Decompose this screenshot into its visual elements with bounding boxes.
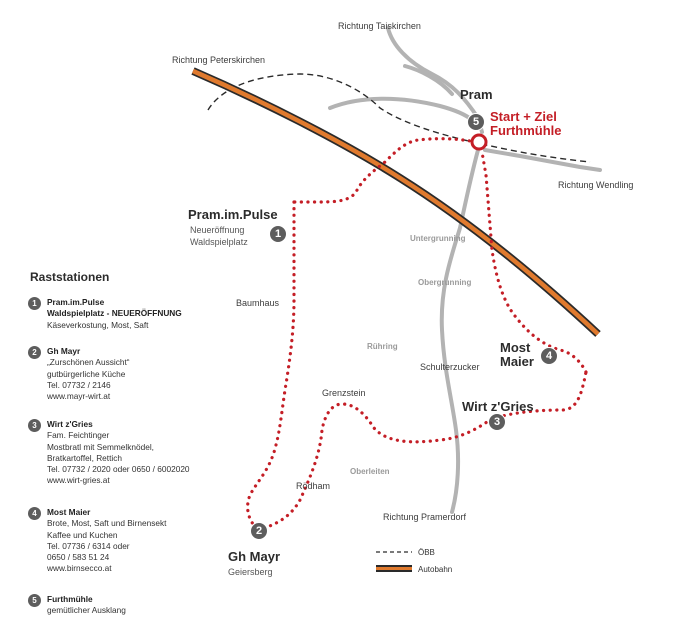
autobahn-fill bbox=[192, 68, 600, 336]
legend-entry-2-number: 2 bbox=[28, 346, 41, 359]
label-rodham: Rödham bbox=[296, 481, 331, 491]
station-3-title: Wirt z'Gries bbox=[462, 399, 534, 414]
legend-entry-2-line1: „Zurschönen Aussicht“ bbox=[47, 357, 130, 368]
legend-entry-2-line3: Tel. 07732 / 2146 bbox=[47, 379, 111, 390]
legend-entry-4-line4: 0650 / 583 51 24 bbox=[47, 552, 110, 563]
legend-entry-4: 4 Most Maier Brote, Most, Saft und Birne… bbox=[28, 507, 258, 575]
label-richtung-peterskirchen: Richtung Peterskirchen bbox=[172, 55, 266, 65]
label-ruhring: Rühring bbox=[367, 342, 398, 351]
label-richtung-wendling: Richtung Wendling bbox=[558, 180, 634, 190]
road-peterskirchen-pram bbox=[328, 96, 474, 122]
legend-entry-1-line1: Käseverkostung, Most, Saft bbox=[47, 319, 149, 330]
legend-entry-3-number: 3 bbox=[28, 419, 41, 432]
railway-line bbox=[207, 73, 591, 163]
legend-entry-3-line4: Tel. 07732 / 2020 oder 0650 / 6002020 bbox=[47, 464, 190, 475]
legend-entry-1-sub: Waldspielplatz - NEUERÖFFNUNG bbox=[47, 308, 182, 319]
station-3-marker[interactable]: 3 bbox=[488, 413, 506, 431]
legend-entry-5: 5 Furthmühle gemütlicher Ausklang bbox=[28, 594, 258, 617]
legend-entry-1: 1 Pram.im.Pulse Waldspielplatz - NEUERÖF… bbox=[28, 297, 258, 331]
station-4-marker[interactable]: 4 bbox=[540, 347, 558, 365]
legend-entry-4-line1: Brote, Most, Saft und Birnensekt bbox=[47, 518, 167, 529]
station-5-title-line2: Furthmühle bbox=[490, 123, 562, 138]
route-segment-start-to-station1 bbox=[292, 137, 478, 204]
legend-title: Raststationen bbox=[30, 270, 110, 284]
label-untergrunning: Untergrunning bbox=[410, 234, 466, 243]
route-segment-station3-to-station4 bbox=[480, 150, 588, 374]
station-2-title: Gh Mayr bbox=[228, 549, 281, 564]
road-taiskirchen bbox=[386, 26, 484, 134]
legend-entry-4-number: 4 bbox=[28, 507, 41, 520]
label-obergrunning: Obergrunning bbox=[418, 278, 472, 287]
road-wendling bbox=[483, 148, 602, 172]
legend-obb-label: ÖBB bbox=[418, 548, 435, 557]
legend-autobahn-label: Autobahn bbox=[418, 565, 453, 574]
station-4-title-line1: Most bbox=[500, 340, 531, 355]
station-1-title: Pram.im.Pulse bbox=[188, 207, 278, 222]
legend-entry-4-line2: Kaffee und Kuchen bbox=[47, 529, 118, 540]
legend-entry-3: 3 Wirt z'Gries Fam. Feichtinger Mostbrat… bbox=[28, 419, 258, 487]
legend-entry-1-name: Pram.im.Pulse bbox=[47, 297, 105, 307]
road-main-south bbox=[439, 148, 480, 514]
label-pram: Pram bbox=[460, 87, 493, 102]
label-grenzstein: Grenzstein bbox=[322, 388, 366, 398]
station-2-line1: Geiersberg bbox=[228, 567, 273, 577]
route-segment-station1-to-station2 bbox=[246, 200, 296, 532]
legend-entry-2-line4: www.mayr-wirt.at bbox=[47, 391, 111, 402]
legend-entry-3-line2: Mostbratl mit Semmelknödel, bbox=[47, 441, 154, 452]
legend-entry-3-name: Wirt z'Gries bbox=[47, 419, 93, 429]
label-baumhaus: Baumhaus bbox=[236, 298, 280, 308]
legend-entry-5-line1: gemütlicher Ausklang bbox=[47, 605, 126, 616]
legend-entry-2-name: Gh Mayr bbox=[47, 346, 81, 356]
legend-entry-3-line1: Fam. Feichtinger bbox=[47, 430, 110, 441]
station-1-line1: Neueröffnung bbox=[190, 225, 245, 235]
legend-entry-3-line5: www.wirt-gries.at bbox=[47, 475, 110, 486]
legend-entry-2-line2: gutbürgerliche Küche bbox=[47, 368, 126, 379]
station-1-marker[interactable]: 1 bbox=[269, 225, 287, 243]
legend-entry-5-number: 5 bbox=[28, 594, 41, 607]
label-schulterzucker: Schulterzucker bbox=[420, 362, 480, 372]
label-richtung-pramerdorf: Richtung Pramerdorf bbox=[383, 512, 467, 522]
road-taiskirchen-branch bbox=[403, 64, 454, 96]
legend-entry-4-name: Most Maier bbox=[47, 507, 91, 517]
station-4-title-line2: Maier bbox=[500, 354, 534, 369]
legend-autobahn-swatch-fill bbox=[376, 567, 412, 570]
station-2-marker[interactable]: 2 bbox=[250, 522, 268, 540]
legend-entry-4-line3: Tel. 07736 / 6314 oder bbox=[47, 540, 130, 551]
legend-entry-3-line3: Bratkartoffel, Rettich bbox=[47, 452, 123, 463]
station-5-title-line1: Start + Ziel bbox=[490, 109, 557, 124]
legend-entry-2: 2 Gh Mayr „Zurschönen Aussicht“ gutbürge… bbox=[28, 346, 258, 402]
route-segment-station2-to-station3 bbox=[256, 370, 588, 532]
legend-entry-1-number: 1 bbox=[28, 297, 41, 310]
label-richtung-taiskirchen: Richtung Taiskirchen bbox=[338, 21, 421, 31]
legend-entry-4-line5: www.birnsecco.at bbox=[47, 563, 112, 574]
legend-entry-5-name: Furthmühle bbox=[47, 594, 93, 604]
label-oberleiten: Oberleiten bbox=[350, 467, 390, 476]
station-5-marker[interactable]: 5 bbox=[467, 113, 485, 131]
start-finish-ring bbox=[470, 133, 488, 151]
station-1-line2: Waldspielplatz bbox=[190, 237, 248, 247]
